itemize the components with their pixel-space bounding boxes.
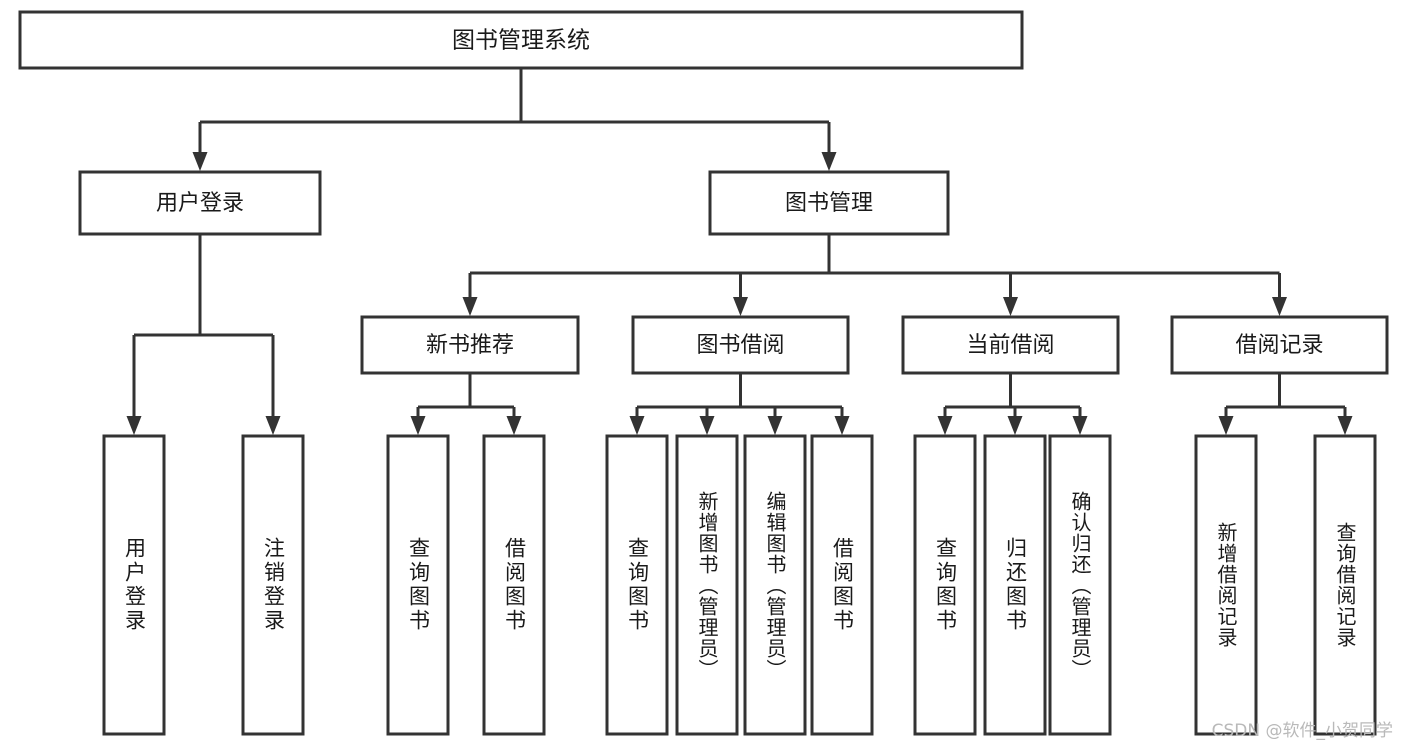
node-box-new-book-recommend	[360, 315, 580, 375]
node-label-bb-borrow: 借阅图书	[830, 537, 855, 633]
node-cb-query[interactable]: 查询图书	[913, 434, 977, 736]
node-label-bb-query: 查询图书	[625, 537, 650, 633]
node-box-bb-query	[605, 434, 669, 736]
node-label-borrow-record: 借阅记录	[1235, 333, 1323, 358]
arrow-head-icon-bb-borrow	[834, 416, 850, 435]
node-box-nbr-query	[386, 434, 450, 736]
node-label-wrap-user-login-do: 用户登录	[122, 537, 147, 633]
node-box-book-borrow	[631, 315, 850, 375]
node-label-wrap-bb-query: 查询图书	[625, 537, 650, 633]
arrow-head-icon-book-manage	[821, 152, 837, 171]
node-bb-borrow[interactable]: 借阅图书	[810, 434, 874, 736]
node-box-bb-borrow	[810, 434, 874, 736]
arrow-head-icon-cb-confirm	[1072, 416, 1088, 435]
node-label-br-add: 新增借阅记录	[1214, 522, 1238, 648]
node-box-current-borrow	[901, 315, 1120, 375]
node-label-bb-edit: 编辑图书（管理员）	[763, 490, 787, 680]
node-box-nbr-borrow	[482, 434, 546, 736]
node-box-bb-add	[675, 434, 739, 736]
node-br-query[interactable]: 查询借阅记录	[1313, 434, 1377, 736]
arrow-head-icon-new-book-recommend	[462, 297, 478, 316]
arrow-head-icon-br-add	[1218, 416, 1234, 435]
node-label-bb-add: 新增图书（管理员）	[695, 490, 719, 680]
arrow-head-icon-bb-query	[629, 416, 645, 435]
node-label-wrap-bb-add: 新增图书（管理员）	[695, 490, 719, 680]
node-bb-add[interactable]: 新增图书（管理员）	[675, 434, 739, 736]
node-label-wrap-bb-borrow: 借阅图书	[830, 537, 855, 633]
node-box-cb-return	[983, 434, 1047, 736]
node-label-br-query: 查询借阅记录	[1333, 522, 1357, 648]
arrow-head-icon-nbr-query	[410, 416, 426, 435]
node-box-root	[18, 10, 1024, 70]
node-book-borrow[interactable]: 图书借阅	[631, 315, 850, 375]
arrow-head-icon-cb-return	[1007, 416, 1023, 435]
node-cb-return[interactable]: 归还图书	[983, 434, 1047, 736]
node-nbr-query[interactable]: 查询图书	[386, 434, 450, 736]
node-label-wrap-br-query: 查询借阅记录	[1333, 522, 1357, 648]
arrow-head-icon-cb-query	[937, 416, 953, 435]
node-box-user-login-do	[102, 434, 166, 736]
connector-layer	[126, 68, 1353, 435]
node-box-book-manage	[708, 170, 950, 236]
node-user-logout[interactable]: 注销登录	[241, 434, 305, 736]
node-user-login-do[interactable]: 用户登录	[102, 434, 166, 736]
node-label-book-manage: 图书管理	[785, 191, 873, 216]
node-label-user-login: 用户登录	[156, 191, 244, 216]
arrow-head-icon-current-borrow	[1003, 297, 1018, 316]
node-label-wrap-cb-query: 查询图书	[933, 537, 958, 633]
arrow-head-icon-user-logout	[265, 416, 281, 435]
node-current-borrow[interactable]: 当前借阅	[901, 315, 1120, 375]
node-box-br-query	[1313, 434, 1377, 736]
node-label-wrap-br-add: 新增借阅记录	[1214, 522, 1238, 648]
node-book-manage[interactable]: 图书管理	[708, 170, 950, 236]
node-label-root: 图书管理系统	[452, 28, 590, 54]
arrow-head-icon-user-login	[192, 152, 208, 171]
node-label-cb-return: 归还图书	[1003, 537, 1028, 633]
node-box-user-login	[78, 170, 322, 236]
node-label-nbr-query: 查询图书	[406, 537, 431, 633]
node-label-user-logout: 注销登录	[261, 537, 286, 633]
arrow-head-icon-borrow-record	[1272, 297, 1287, 316]
node-user-login[interactable]: 用户登录	[78, 170, 322, 236]
node-layer: 图书管理系统用户登录用户登录注销登录图书管理新书推荐查询图书借阅图书图书借阅查询…	[18, 10, 1389, 736]
node-box-bb-edit	[743, 434, 807, 736]
node-box-br-add	[1194, 434, 1258, 736]
arrow-head-icon-br-query	[1337, 416, 1353, 435]
arrow-head-icon-bb-add	[699, 416, 715, 435]
arrow-head-icon-user-login-do	[126, 416, 142, 435]
node-new-book-recommend[interactable]: 新书推荐	[360, 315, 580, 375]
node-label-cb-query: 查询图书	[933, 537, 958, 633]
arrow-head-icon-book-borrow	[733, 297, 748, 316]
node-label-wrap-nbr-borrow: 借阅图书	[502, 537, 527, 633]
node-label-new-book-recommend: 新书推荐	[426, 333, 514, 358]
node-label-cb-confirm: 确认归还（管理员）	[1068, 490, 1092, 680]
node-borrow-record[interactable]: 借阅记录	[1170, 315, 1389, 375]
node-cb-confirm[interactable]: 确认归还（管理员）	[1048, 434, 1112, 736]
node-box-cb-query	[913, 434, 977, 736]
node-nbr-borrow[interactable]: 借阅图书	[482, 434, 546, 736]
node-box-user-logout	[241, 434, 305, 736]
node-label-wrap-cb-return: 归还图书	[1003, 537, 1028, 633]
node-box-cb-confirm	[1048, 434, 1112, 736]
node-label-wrap-cb-confirm: 确认归还（管理员）	[1068, 490, 1092, 680]
node-label-current-borrow: 当前借阅	[966, 333, 1054, 358]
arrow-head-icon-nbr-borrow	[506, 416, 522, 435]
node-label-wrap-nbr-query: 查询图书	[406, 537, 431, 633]
node-bb-query[interactable]: 查询图书	[605, 434, 669, 736]
node-label-wrap-user-logout: 注销登录	[261, 537, 286, 633]
node-box-borrow-record	[1170, 315, 1389, 375]
arrow-head-icon-bb-edit	[767, 416, 783, 435]
node-bb-edit[interactable]: 编辑图书（管理员）	[743, 434, 807, 736]
node-label-nbr-borrow: 借阅图书	[502, 537, 527, 633]
node-label-user-login-do: 用户登录	[122, 537, 147, 633]
node-label-wrap-bb-edit: 编辑图书（管理员）	[763, 490, 787, 680]
node-root[interactable]: 图书管理系统	[18, 10, 1024, 70]
watermark-label: CSDN @软件_小贺同学	[1211, 721, 1393, 741]
node-label-book-borrow: 图书借阅	[696, 333, 784, 358]
node-br-add[interactable]: 新增借阅记录	[1194, 434, 1258, 736]
